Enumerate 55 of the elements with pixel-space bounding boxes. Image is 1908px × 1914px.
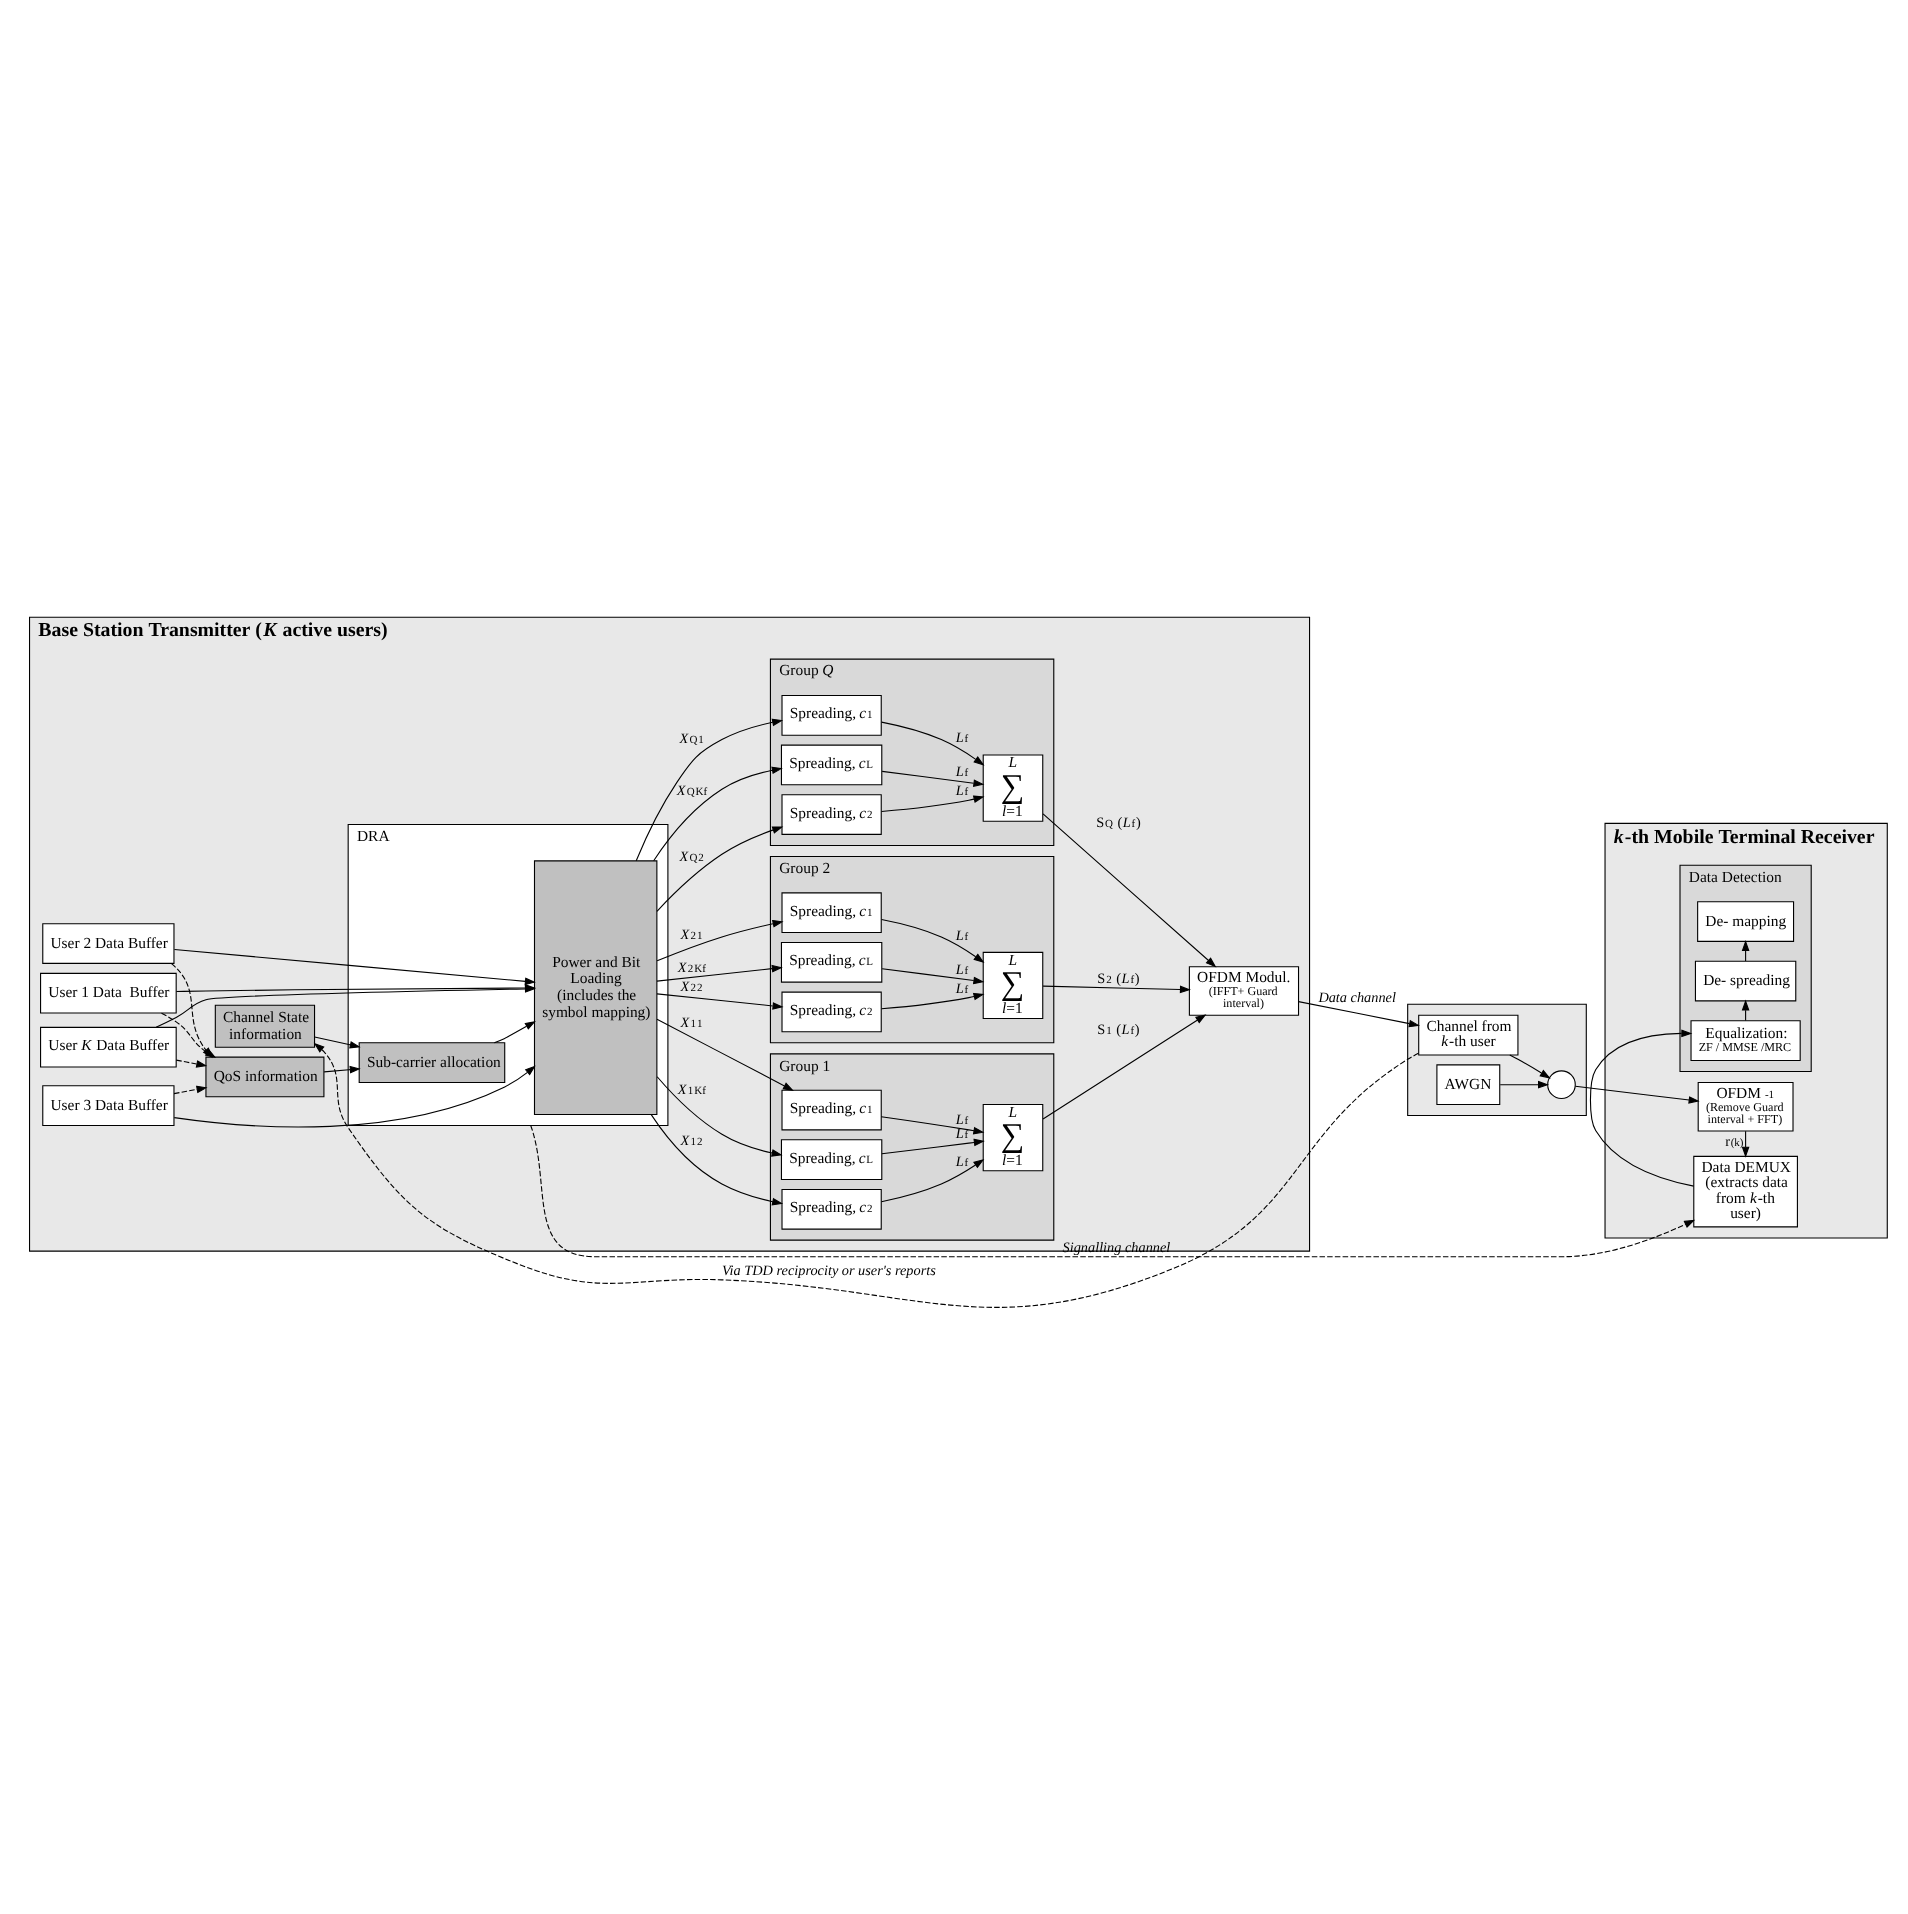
arrow: [635, 717, 784, 861]
arrow: [323, 1064, 361, 1073]
node-box: L ∑ l=1: [982, 950, 1044, 1019]
arrow: [881, 769, 985, 786]
node-box: Data DEMUX (extracts data from k-th user): [1693, 1154, 1798, 1227]
node-box: De- spreading: [1694, 959, 1797, 1001]
node-box: QoS information: [205, 1055, 325, 1097]
arrow: [653, 765, 783, 861]
arrow: [1509, 1053, 1551, 1078]
arrow: [880, 1115, 985, 1134]
node-box: De- mapping: [1697, 900, 1795, 941]
arrow: [881, 917, 985, 962]
arrow: [656, 1075, 783, 1156]
arrow: [1589, 1028, 1695, 1186]
node-box: User 1 Data Buffer: [40, 971, 177, 1013]
node-box: Channel State information: [214, 1003, 316, 1047]
arrow: [881, 1137, 985, 1154]
node-box: User K Data Buffer: [40, 1025, 177, 1067]
arrow: [1499, 1079, 1550, 1088]
arrow: [530, 1123, 1696, 1257]
arrow: [1741, 998, 1750, 1021]
arrow: [656, 992, 784, 1009]
arrow: [1042, 812, 1217, 967]
arrow: [656, 918, 784, 961]
arrow: [656, 825, 784, 911]
node-box: User 2 Data Buffer: [42, 922, 175, 963]
node-box: User 3 Data Buffer: [42, 1084, 175, 1126]
arrow: [1042, 1013, 1207, 1119]
node-box: Power and Bit Loading (includes the symbol mapping): [533, 859, 658, 1114]
arrow: [314, 1035, 361, 1048]
node-circle: [1547, 1069, 1576, 1099]
arrow: [173, 1064, 536, 1127]
node-box: Sub-carrier allocation: [358, 1041, 506, 1083]
arrow: [656, 963, 783, 981]
arrow: [1574, 1084, 1700, 1103]
arrow: [881, 967, 985, 984]
arrow: [1741, 1129, 1750, 1157]
node-box: L ∑ l=1: [982, 1103, 1044, 1171]
arrow: [173, 947, 536, 985]
arrow: [175, 1058, 208, 1067]
arrow: [656, 1017, 794, 1090]
arrow: [650, 1113, 784, 1205]
arrow: [880, 1157, 985, 1202]
node-box: AWGN: [1436, 1063, 1501, 1105]
arrow: [1741, 938, 1750, 961]
arrow: [881, 720, 985, 765]
arrow: [493, 1020, 536, 1043]
node-box: Channel from k-th user: [1418, 1013, 1519, 1055]
arrow: [881, 991, 985, 1009]
arrow: [170, 962, 213, 1058]
arrow: [173, 1084, 208, 1094]
arrow: [1298, 1000, 1420, 1027]
node-box: L ∑ l=1: [982, 753, 1044, 821]
arrow: [1042, 984, 1191, 993]
arrow: [881, 794, 985, 811]
